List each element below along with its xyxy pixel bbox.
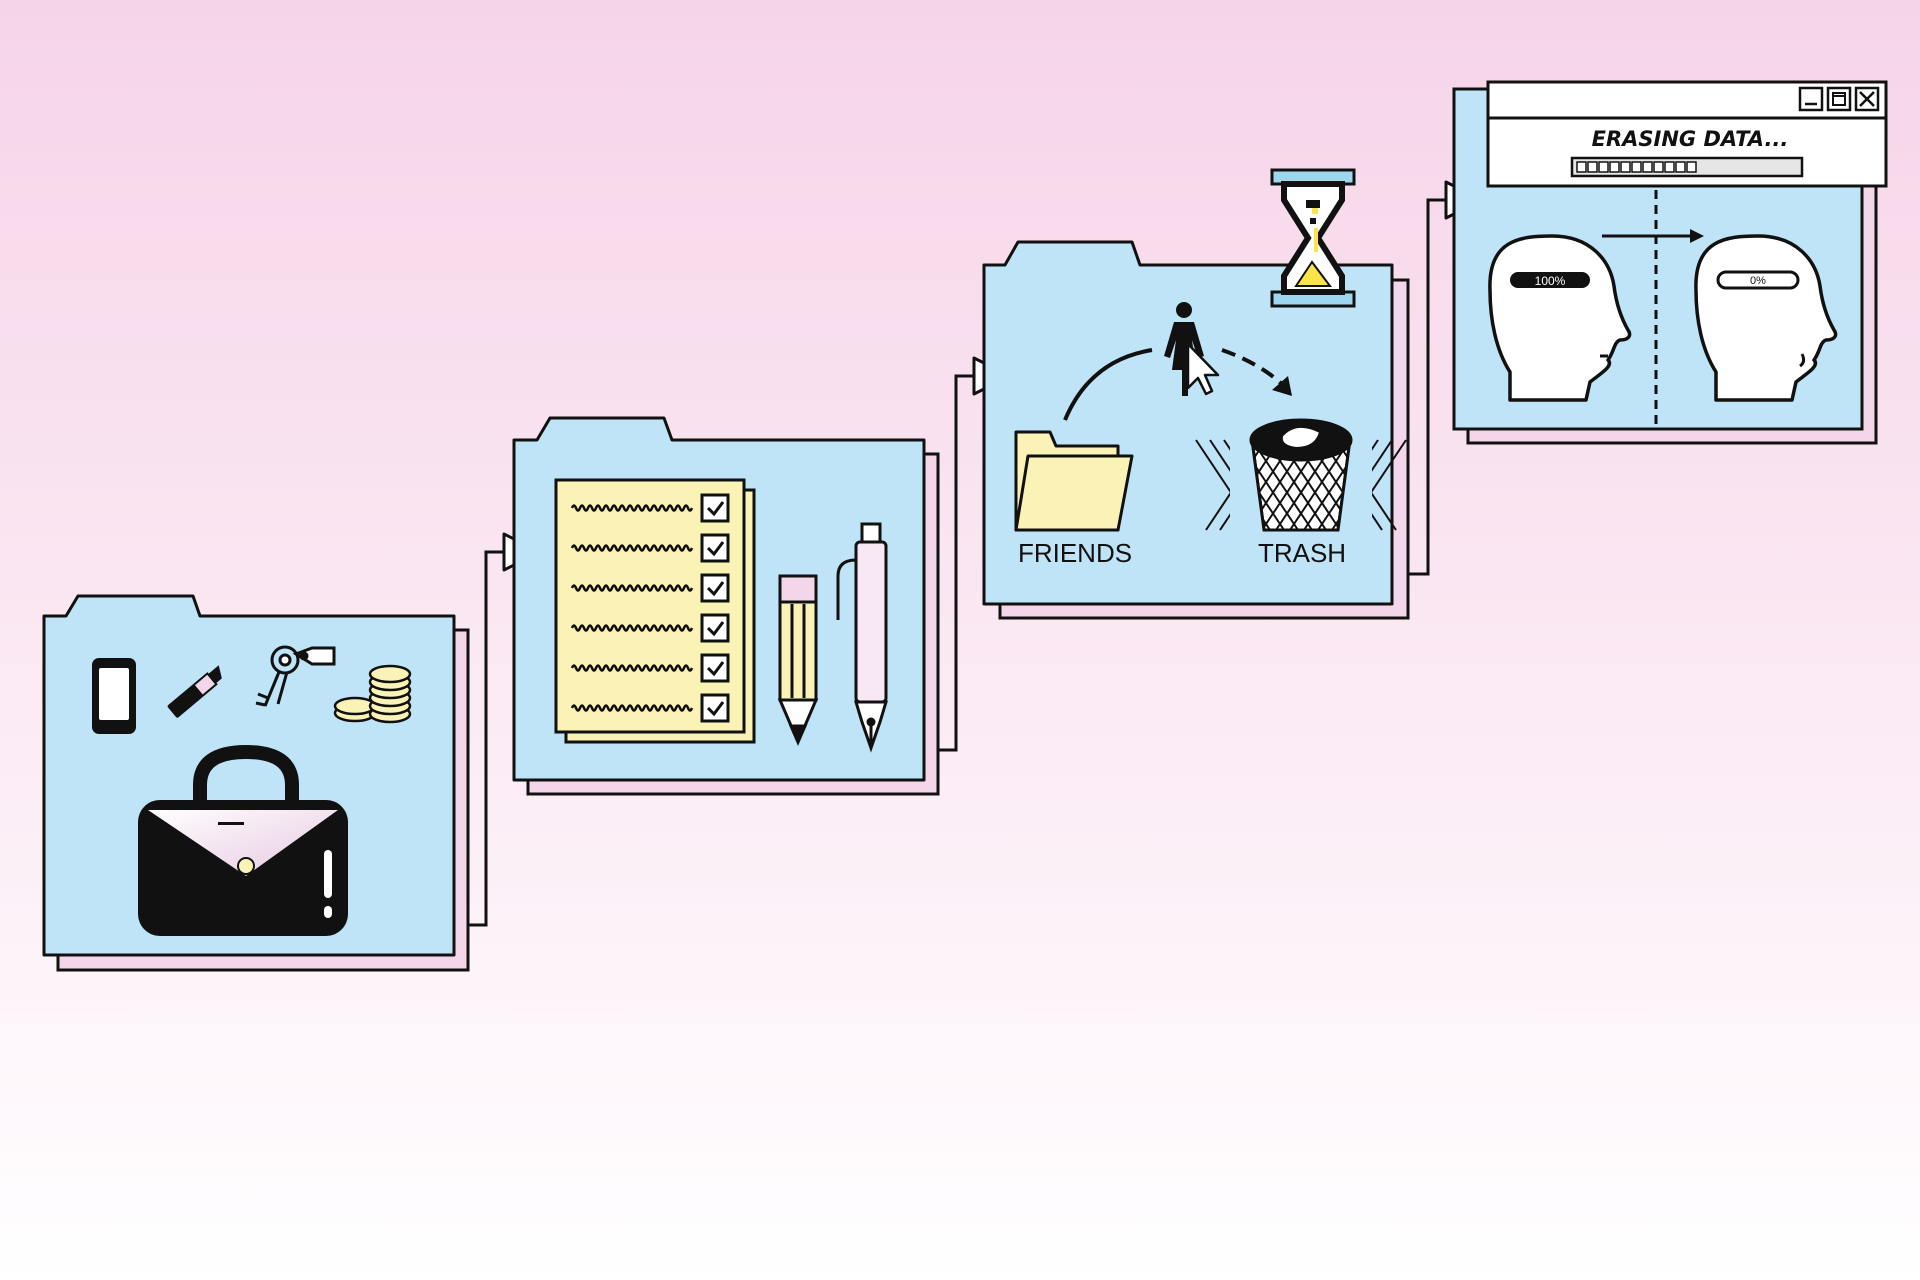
checklist-row [570, 653, 730, 683]
checkbox [700, 493, 730, 523]
progress-cell [1686, 161, 1697, 173]
checklist-row [570, 533, 730, 563]
checklist-row [570, 693, 730, 723]
progress-cell [1587, 161, 1598, 173]
move-arrow [1063, 348, 1292, 421]
right-arrow-icon [1602, 229, 1704, 243]
coins-icon [333, 664, 412, 724]
checkbox [700, 693, 730, 723]
checkbox [700, 573, 730, 603]
erasing-window: ERASING DATA... [1486, 80, 1888, 188]
person-icon [1164, 302, 1204, 396]
progress-cell [1653, 161, 1664, 173]
progress-cell [1609, 161, 1620, 173]
folder-icon [1014, 430, 1134, 532]
checkmark-icon [706, 621, 725, 637]
checkmark-icon [706, 661, 725, 677]
memory-empty-label: 0% [1750, 275, 1766, 287]
checkmark-icon [706, 541, 725, 557]
folder-friends-to-trash: FRIENDS TRASH [982, 168, 1410, 620]
folder-memory-erase: 100% 0% [1452, 80, 1888, 445]
progress-cell [1642, 161, 1653, 173]
close-button[interactable] [1854, 86, 1880, 112]
checkbox [700, 653, 730, 683]
cursor-icon [1186, 342, 1220, 396]
head-before-icon: 100% [1488, 234, 1632, 402]
checklist-icon [554, 478, 756, 744]
memory-full-label: 100% [1535, 274, 1566, 288]
phone-icon [92, 658, 136, 734]
progress-cell [1598, 161, 1609, 173]
progress-cell [1631, 161, 1642, 173]
checkmark-icon [706, 581, 725, 597]
friends-label: FRIENDS [1018, 538, 1132, 568]
progress-cell [1576, 161, 1587, 173]
folder-belongings [42, 594, 470, 972]
pencil-icon [777, 574, 819, 746]
progress-cell [1664, 161, 1675, 173]
hourglass-icon [1270, 168, 1356, 308]
lipstick-icon [167, 665, 222, 718]
keys-icon [255, 645, 336, 707]
checkbox [700, 533, 730, 563]
head-after-icon: 0% [1694, 234, 1838, 402]
window-title: ERASING DATA... [1592, 127, 1789, 151]
trash-bin-icon [1195, 418, 1407, 545]
minimize-button[interactable] [1798, 86, 1824, 112]
checklist-row [570, 573, 730, 603]
handbag-icon [138, 744, 348, 936]
checklist-row [570, 613, 730, 643]
folder-notes [512, 416, 940, 796]
trash-label: TRASH [1258, 538, 1346, 568]
fountain-pen-icon [836, 522, 889, 753]
checklist-row [570, 493, 730, 523]
progress-fill [1576, 161, 1697, 173]
progress-cell [1620, 161, 1631, 173]
progress-cell [1675, 161, 1686, 173]
checkmark-icon [706, 701, 725, 717]
checkbox [700, 613, 730, 643]
memory-empty-bar [1716, 270, 1800, 290]
checkmark-icon [706, 501, 725, 517]
memory-full-bar [1510, 272, 1590, 288]
maximize-button[interactable] [1826, 86, 1852, 112]
